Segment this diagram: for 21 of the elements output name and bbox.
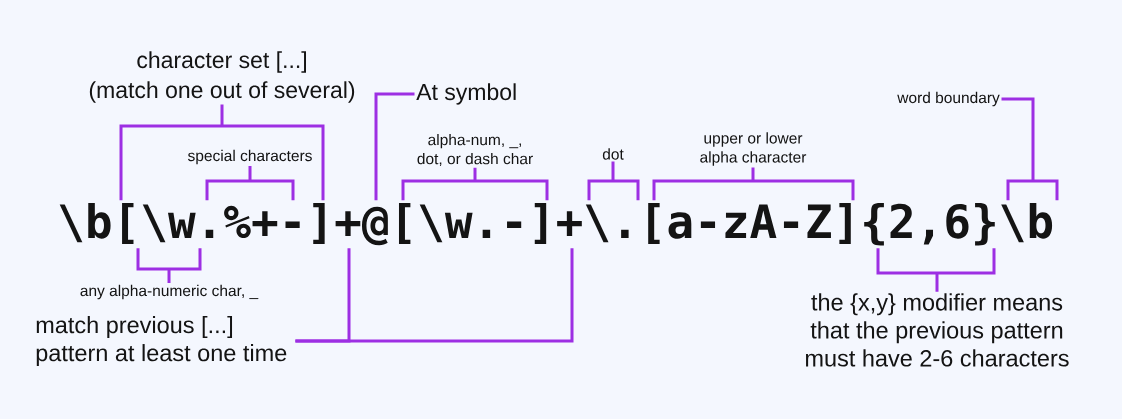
- annotation-label: At symbol: [416, 83, 516, 105]
- bracket-leader: [136, 248, 202, 284]
- annotation-label: word boundary: [897, 91, 1000, 107]
- annotation-label: upper or lower alpha character: [700, 132, 807, 166]
- bracket-leader: [401, 167, 549, 201]
- bracket-leader: [119, 104, 325, 201]
- bracket-leader: [652, 167, 855, 201]
- leader-line: [295, 248, 574, 343]
- annotation-label: alpha-num, _, dot, or dash char: [417, 133, 533, 167]
- bracket-leader: [876, 248, 996, 292]
- annotation-label: match previous [...] pattern at least one time: [36, 316, 287, 366]
- leader-line: [374, 92, 415, 201]
- annotation-label: the {x,y} modifier means that the previous pattern must have 2-6 characters: [806, 293, 1069, 367]
- annotation-label: any alpha-numeric char, _: [80, 284, 259, 300]
- bracket-leader: [205, 165, 295, 201]
- bracket-leader: [1001, 97, 1059, 201]
- annotation-label: character set [...] (match one out of several): [89, 51, 355, 103]
- bracket-leader: [587, 161, 640, 201]
- annotation-label: special characters: [188, 149, 312, 165]
- regex-pattern: \b[\w.%+-]+@[\w.-]+\.[a-zA-Z]{2,6}\b: [59, 203, 1053, 246]
- annotation-label: dot: [602, 148, 624, 160]
